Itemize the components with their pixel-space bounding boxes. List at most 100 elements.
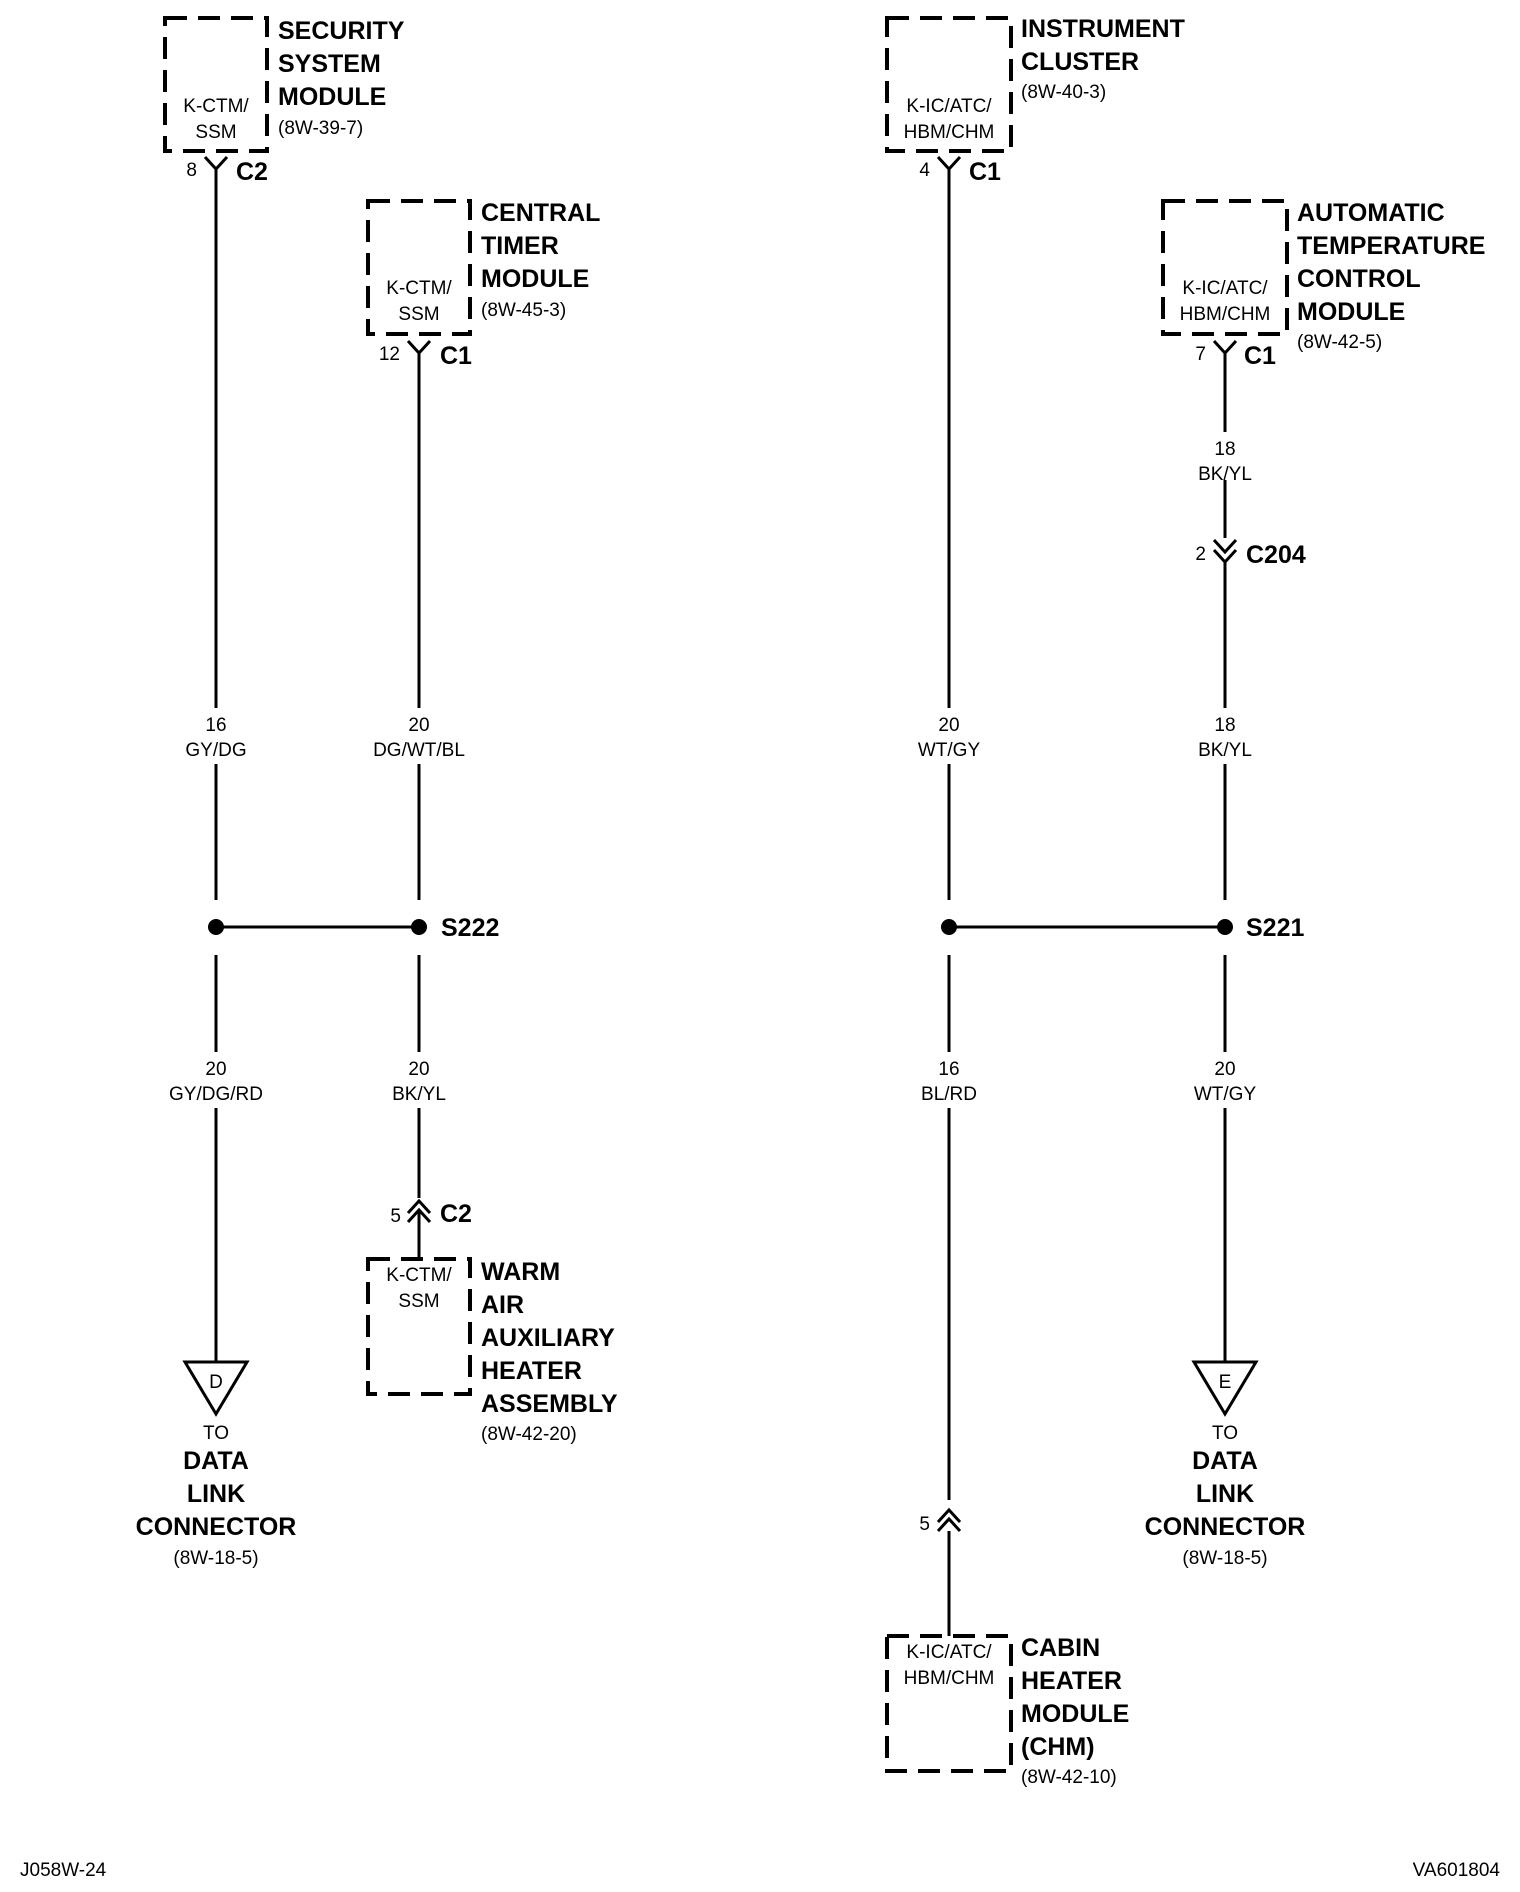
connector-e-dest-2: LINK — [1196, 1480, 1254, 1508]
connector-ref-e: E TO DATA LINK CONNECTOR (8W-18-5) — [1145, 1360, 1306, 1569]
splice-s221-dot-right — [1217, 919, 1233, 935]
footer-right-code: VA601804 — [1413, 1860, 1501, 1881]
wire-w7-gauge: 18 — [1214, 715, 1235, 736]
splice-s222-label: S222 — [441, 914, 499, 942]
connector-e-to: TO — [1212, 1423, 1238, 1444]
wire-w9-color: WT/GY — [1194, 1084, 1257, 1105]
atc-name-3: CONTROL — [1297, 265, 1421, 293]
cabin-heater-name-4: (CHM) — [1021, 1733, 1095, 1761]
connector-d-to: TO — [203, 1423, 229, 1444]
cabin-heater-pin: 5 — [919, 1514, 930, 1535]
wire-w8-color: BL/RD — [921, 1084, 977, 1105]
security-system-box-text-2: SSM — [195, 122, 236, 143]
connector-e-triangle — [1191, 1360, 1259, 1417]
atc-box-text-2: HBM/CHM — [1180, 304, 1271, 325]
warm-air-heater-box-text-1: K-CTM/ — [386, 1265, 452, 1286]
atc-module: K-IC/ATC/ HBM/CHM AUTOMATIC TEMPERATURE … — [1161, 199, 1485, 370]
security-system-name-2: SYSTEM — [278, 50, 381, 78]
wire-w1-color: GY/DG — [185, 740, 246, 761]
warm-air-heater-name-2: AIR — [481, 1291, 524, 1319]
instrument-cluster-ref: (8W-40-3) — [1021, 82, 1106, 103]
security-system-connector: C2 — [236, 158, 268, 186]
connector-d-letter: D — [209, 1372, 223, 1393]
splice-s221: S221 — [941, 914, 1304, 942]
instrument-cluster-name-2: CLUSTER — [1021, 48, 1139, 76]
splice-s222-dot-left — [208, 919, 224, 935]
central-timer-module: K-CTM/ SSM CENTRAL TIMER MODULE (8W-45-3… — [366, 199, 600, 370]
connector-e-letter: E — [1219, 1372, 1232, 1393]
cabin-heater-ref: (8W-42-10) — [1021, 1767, 1117, 1788]
connector-e-dest-3: CONNECTOR — [1145, 1513, 1306, 1541]
warm-air-heater-name-3: AUXILIARY — [481, 1324, 615, 1352]
security-system-connector-symbol — [203, 155, 229, 178]
connector-d-triangle — [182, 1360, 250, 1417]
wire-w7-color: BK/YL — [1198, 740, 1252, 761]
security-system-name-1: SECURITY — [278, 17, 405, 45]
wire-w4-color: BK/YL — [392, 1084, 446, 1105]
central-timer-module-box — [366, 199, 472, 336]
connector-d-dest-1: DATA — [183, 1447, 249, 1475]
inline-connector-c204: 2 C204 — [1195, 538, 1306, 569]
atc-name-1: AUTOMATIC — [1297, 199, 1445, 227]
connector-ref-d: D TO DATA LINK CONNECTOR (8W-18-5) — [136, 1360, 297, 1569]
instrument-cluster-connector-symbol — [936, 155, 962, 178]
wire-w1-gauge: 16 — [205, 715, 226, 736]
cabin-heater-box-text-2: HBM/CHM — [904, 1668, 995, 1689]
instrument-cluster-connector: C1 — [969, 158, 1001, 186]
warm-air-heater-pin: 5 — [390, 1206, 401, 1227]
cabin-heater-module: 5 K-IC/ATC/ HBM/CHM CABIN HEATER MODULE … — [885, 1507, 1129, 1788]
security-system-module-box — [163, 16, 269, 153]
wire-w4-gauge: 20 — [408, 1059, 429, 1080]
central-timer-name-3: MODULE — [481, 265, 589, 293]
security-system-ref: (8W-39-7) — [278, 118, 363, 139]
central-timer-name-1: CENTRAL — [481, 199, 600, 227]
atc-box-text-1: K-IC/ATC/ — [1182, 278, 1268, 299]
splice-s221-label: S221 — [1246, 914, 1304, 942]
c204-label: C204 — [1246, 541, 1306, 569]
wire-w5-color: WT/GY — [918, 740, 981, 761]
atc-name-2: TEMPERATURE — [1297, 232, 1485, 260]
footer-left-code: J058W-24 — [20, 1860, 107, 1881]
cabin-heater-name-3: MODULE — [1021, 1700, 1129, 1728]
central-timer-ref: (8W-45-3) — [481, 300, 566, 321]
cabin-heater-box — [885, 1634, 1013, 1773]
cabin-heater-name-2: HEATER — [1021, 1667, 1122, 1695]
instrument-cluster-name-1: INSTRUMENT — [1021, 15, 1185, 43]
atc-module-box — [1161, 199, 1289, 336]
warm-air-heater-box-text-2: SSM — [398, 1291, 439, 1312]
central-timer-connector: C1 — [440, 342, 472, 370]
connector-e-dest-1: DATA — [1192, 1447, 1258, 1475]
splice-s222-dot-right — [411, 919, 427, 935]
wire-w3-color: GY/DG/RD — [169, 1084, 263, 1105]
central-timer-name-2: TIMER — [481, 232, 559, 260]
security-system-module: K-CTM/ SSM SECURITY SYSTEM MODULE (8W-39… — [163, 16, 405, 186]
wire-w3-gauge: 20 — [205, 1059, 226, 1080]
connector-e-ref: (8W-18-5) — [1182, 1548, 1267, 1569]
connector-d-dest-3: CONNECTOR — [136, 1513, 297, 1541]
atc-name-4: MODULE — [1297, 298, 1405, 326]
central-timer-pin: 12 — [379, 344, 400, 365]
cabin-heater-name-1: CABIN — [1021, 1634, 1100, 1662]
central-timer-connector-symbol — [406, 339, 432, 362]
atc-pin: 7 — [1195, 344, 1206, 365]
instrument-cluster-box — [885, 16, 1013, 153]
warm-air-heater-connector: C2 — [440, 1200, 472, 1228]
wire-w9-gauge: 20 — [1214, 1059, 1235, 1080]
instrument-cluster-pin: 4 — [919, 160, 930, 181]
warm-air-heater-assembly: 5 C2 K-CTM/ SSM WARM AIR AUXILIARY HEATE… — [366, 1198, 618, 1445]
warm-air-heater-name-5: ASSEMBLY — [481, 1390, 618, 1418]
instrument-cluster: K-IC/ATC/ HBM/CHM INSTRUMENT CLUSTER (8W… — [885, 15, 1185, 186]
wire-w2-gauge: 20 — [408, 715, 429, 736]
atc-connector-symbol — [1212, 339, 1238, 362]
c204-pin: 2 — [1195, 544, 1206, 565]
atc-ref: (8W-42-5) — [1297, 332, 1382, 353]
central-timer-box-text-2: SSM — [398, 304, 439, 325]
central-timer-box-text-1: K-CTM/ — [386, 278, 452, 299]
connector-d-dest-2: LINK — [187, 1480, 245, 1508]
wire-w8-gauge: 16 — [938, 1059, 959, 1080]
connector-d-ref: (8W-18-5) — [173, 1548, 258, 1569]
splice-s221-dot-left — [941, 919, 957, 935]
instrument-cluster-box-text-1: K-IC/ATC/ — [906, 96, 992, 117]
security-system-box-text-1: K-CTM/ — [183, 96, 249, 117]
c204-symbol — [1212, 538, 1238, 565]
